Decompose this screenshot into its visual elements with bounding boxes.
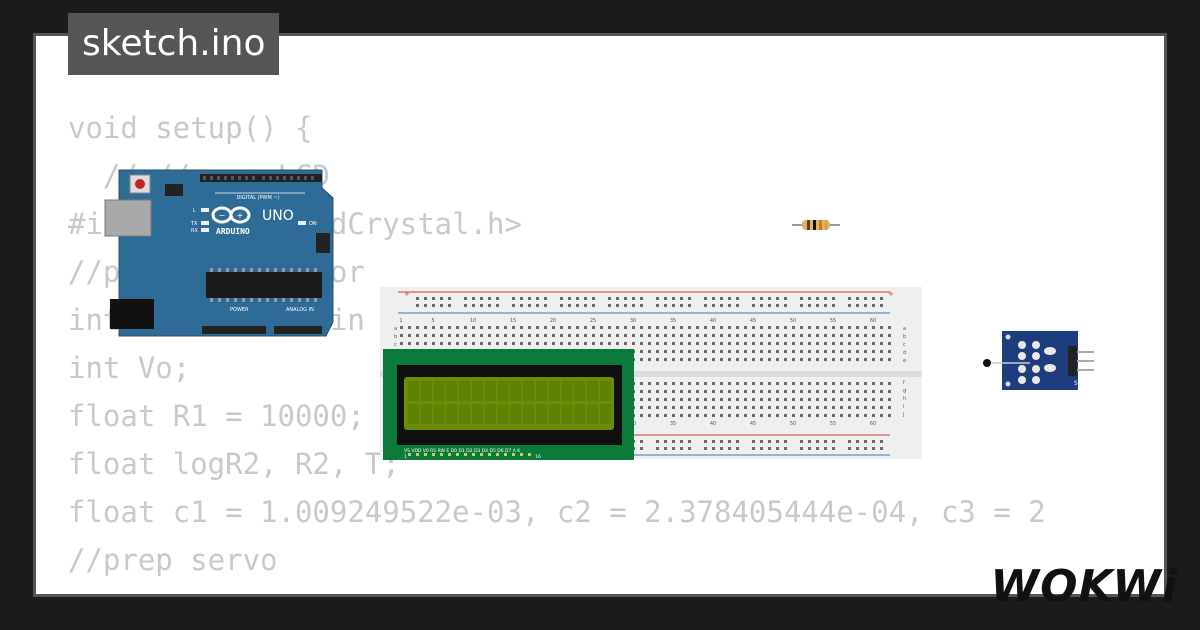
row-letter: h (903, 396, 906, 402)
digital-header-pins (203, 176, 314, 180)
power-jack (110, 299, 154, 329)
filename-tab[interactable]: sketch.ino (68, 13, 280, 75)
digital-header (200, 174, 322, 182)
column-number: 45 (750, 318, 756, 324)
row-letter: a (394, 326, 397, 332)
icsp2-header (316, 233, 330, 253)
row-letter: d (903, 350, 906, 356)
row-letter: j (902, 412, 904, 418)
row-letter: f (903, 380, 905, 386)
brand-label: ARDUINO (216, 227, 250, 236)
lcd-display[interactable]: VS VDD V0 RS RW E D0 D1 D2 D3 D4 D5 D6 D… (383, 349, 634, 460)
thermistor-module[interactable]: S (983, 331, 1094, 390)
tx-label: TX (190, 221, 198, 227)
row-letter: c (903, 342, 906, 348)
row-letter: g (903, 388, 906, 394)
on-led (298, 221, 306, 225)
arduino-uno-board[interactable]: DIGITAL (PWM ~) − + UNO ARDUINO L TX RX … (104, 169, 334, 337)
svg-text:−: − (219, 211, 226, 220)
column-number: 25 (590, 318, 596, 324)
column-number: 20 (550, 318, 556, 324)
column-number: 55 (830, 421, 836, 427)
code-line: void setup() { (68, 111, 313, 145)
column-number: 15 (510, 318, 516, 324)
row-letter: a (903, 326, 906, 332)
column-number: 35 (670, 421, 676, 427)
rail-plus-top: + (404, 290, 410, 298)
lcd-pin-labels: VS VDD V0 RS RW E D0 D1 D2 D3 D4 D5 D6 D… (404, 448, 521, 454)
row-letters: aabbccddeefghij (394, 326, 906, 418)
code-line: int Vo; (68, 351, 191, 385)
lcd-pin-last: 16 (535, 454, 541, 460)
lcd-pins (408, 453, 531, 456)
lcd-pin-first: 1 (404, 454, 407, 460)
column-number: 55 (830, 318, 836, 324)
l-label: L (193, 208, 196, 214)
column-number: 50 (790, 421, 796, 427)
code-line: //prep servo (68, 543, 278, 577)
column-number: 35 (670, 318, 676, 324)
icsp-header (165, 184, 183, 196)
thermistor-bead (983, 359, 991, 367)
row-letter: i (903, 404, 904, 410)
l-led (201, 208, 209, 212)
lcd-character-cells (408, 381, 611, 424)
column-number: 60 (870, 318, 876, 324)
model-label: UNO (262, 208, 294, 224)
code-line: float R1 = 10000; (68, 399, 365, 433)
column-number: 10 (470, 318, 476, 324)
code-line: float logR2, R2, T; (68, 447, 400, 481)
arduino-logo: − + (211, 206, 251, 224)
row-letter: c (394, 342, 397, 348)
code-line: #include <Servo.h> (68, 584, 1046, 594)
rx-label: RX (191, 228, 198, 234)
rx-led (201, 228, 209, 232)
column-number: 5 (431, 318, 434, 324)
analog-label: ANALOG IN (286, 307, 314, 313)
code-line: float c1 = 1.009249522e-03, c2 = 2.37840… (68, 495, 1046, 529)
row-letter: b (394, 334, 397, 340)
column-number: 40 (710, 318, 716, 324)
atmega-chip (206, 272, 322, 298)
svg-text:+: + (237, 211, 244, 220)
usb-port (104, 199, 152, 237)
tx-led (201, 221, 209, 225)
column-number: 40 (710, 421, 716, 427)
rail-plus-top-right: + (888, 290, 894, 298)
row-letter: b (903, 334, 906, 340)
analog-header (274, 326, 322, 334)
row-letter: e (903, 358, 906, 364)
sensor-s-label: S (1074, 380, 1078, 387)
column-number: 30 (630, 318, 636, 324)
resistor[interactable] (792, 220, 840, 230)
power-header (202, 326, 266, 334)
on-label: ON (309, 221, 317, 227)
column-number: 45 (750, 421, 756, 427)
column-number: 60 (870, 421, 876, 427)
digital-label: DIGITAL (PWM ~) (236, 195, 279, 201)
column-number: 50 (790, 318, 796, 324)
column-number: 1 (399, 318, 402, 324)
wokwi-logo: WOKWi (990, 561, 1178, 612)
power-label: POWER (230, 307, 249, 313)
